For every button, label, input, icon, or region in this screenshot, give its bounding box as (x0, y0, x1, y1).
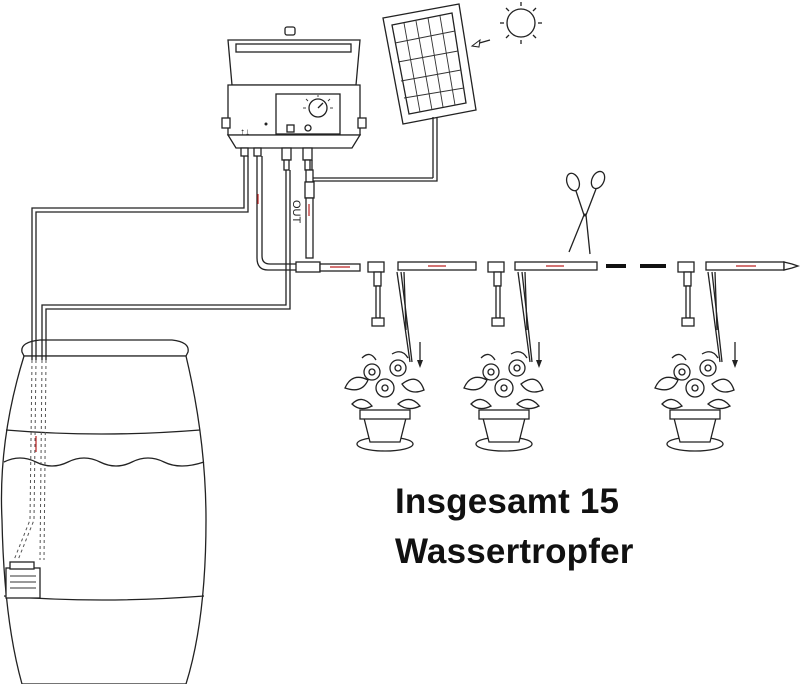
solar-cable (311, 160, 433, 179)
timer-dial-icon (303, 95, 333, 118)
water-barrel-icon (0, 330, 207, 684)
dripper-station (371, 271, 423, 368)
feed-hoses (31, 156, 296, 330)
solar-panel-icon (382, 3, 477, 178)
pump-mode-icon (286, 124, 295, 133)
dripper-station (681, 271, 738, 368)
caption-line-2: Wassertropfer (395, 532, 634, 571)
flower-pot-icon (344, 351, 425, 452)
flower-pot-icon (654, 351, 735, 452)
controller-box: ↑↓ (221, 26, 367, 171)
direction-arrows-label: ↑↓ (240, 127, 250, 138)
caption-line-1: Insgesamt 15 (395, 482, 620, 521)
sun-icon (500, 2, 542, 44)
scissors-icon (565, 170, 606, 255)
drip-line (295, 261, 800, 273)
out-label: OUT (290, 200, 302, 224)
flower-pot-icon (463, 351, 544, 452)
sun-mode-icon (304, 124, 312, 132)
pump-icon (5, 561, 41, 599)
dripper-station (491, 271, 542, 368)
sunlight-arrow (470, 38, 491, 48)
out-tube: OUT (290, 169, 315, 259)
